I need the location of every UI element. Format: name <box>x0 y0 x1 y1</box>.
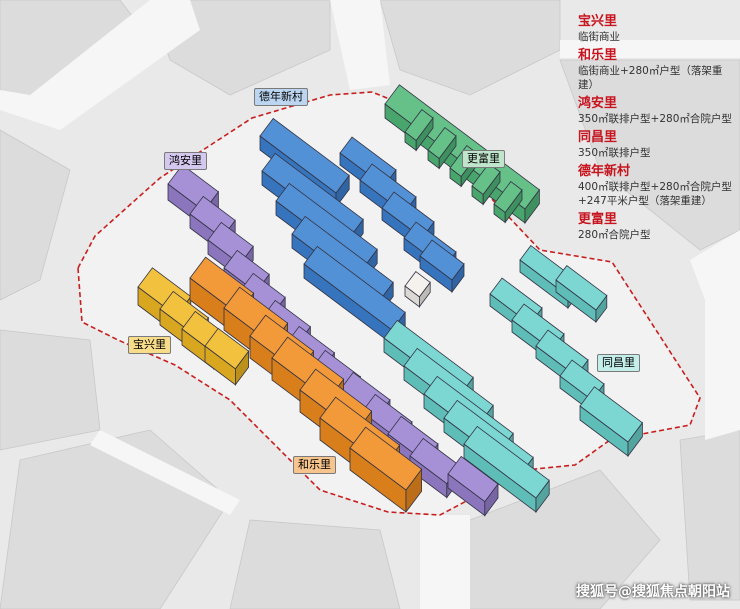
road <box>690 230 740 440</box>
label-honganli: 鸿安里 <box>164 152 207 170</box>
legend-desc: 临街商业+280㎡户型（落架重建） <box>578 65 723 91</box>
helei-building <box>349 426 423 514</box>
surrounding-building <box>229 519 401 609</box>
road <box>0 0 200 130</box>
legend-name: 同昌里 <box>578 130 618 145</box>
legend-desc: 350㎡联排户型+280㎡合院户型 <box>578 113 732 125</box>
block-roof <box>259 117 350 194</box>
legend-desc: +247平米户型（落架重建） <box>578 195 712 207</box>
block-roof <box>555 265 608 311</box>
label-denian: 德年新村 <box>254 88 308 106</box>
block-roof <box>404 109 434 141</box>
label-gengfu: 更富里 <box>462 150 505 168</box>
block-roof <box>493 181 523 213</box>
road <box>560 40 740 58</box>
legend-desc: 400㎡联排户型+280㎡合院户型 <box>578 181 732 193</box>
block-roof <box>471 163 501 195</box>
tongchang-building <box>579 386 643 458</box>
surrounding-building <box>379 0 561 96</box>
gengfu-wing <box>404 109 434 152</box>
label-tongchang: 同昌里 <box>597 354 640 372</box>
helei-buildings <box>189 256 423 514</box>
baoxingli-building <box>204 327 250 386</box>
road <box>90 430 240 515</box>
label-helei: 和乐里 <box>293 456 336 474</box>
surrounding-building <box>679 429 740 601</box>
legend-desc: 280㎡合院户型 <box>578 229 651 241</box>
block-roof <box>349 426 423 491</box>
block-roof <box>463 425 550 499</box>
gengfu-buildings <box>384 84 540 225</box>
block-roof <box>427 127 457 159</box>
road <box>420 515 470 609</box>
legend-desc: 临街商业 <box>578 31 620 43</box>
legend-name: 德年新村 <box>578 164 631 179</box>
surrounding-building <box>559 59 740 251</box>
honganli-building <box>447 455 499 517</box>
tongchang-building <box>555 265 608 324</box>
block-roof <box>419 239 465 281</box>
gengfu-wing <box>471 163 501 206</box>
block-roof <box>404 271 431 298</box>
block-roof <box>579 386 643 443</box>
surrounding-building <box>0 129 71 301</box>
legend-desc: 350㎡联排户型 <box>578 147 651 159</box>
label-baoxingli: 宝兴里 <box>128 336 171 354</box>
tongchang-buildings <box>383 245 643 514</box>
gengfu-wing <box>427 127 457 170</box>
legend-name: 鸿安里 <box>578 96 618 111</box>
legend-name: 和乐里 <box>578 48 618 63</box>
legend-name: 更富里 <box>578 212 618 227</box>
watermark: 搜狐号@搜狐焦点朝阳站 <box>576 584 730 600</box>
tongchang-building <box>463 425 550 514</box>
building-groups <box>137 84 643 517</box>
block-roof <box>447 455 499 503</box>
surrounding-building <box>0 329 101 451</box>
road <box>330 0 390 90</box>
block-roof <box>303 245 406 331</box>
legend-name: 宝兴里 <box>578 14 618 29</box>
pavilion <box>404 271 431 308</box>
denian-building <box>419 239 465 294</box>
block-roof <box>204 327 250 370</box>
gengfu-wing <box>493 181 523 224</box>
denian-buildings <box>259 117 465 346</box>
baoxingli-buildings <box>137 267 250 386</box>
central-pavilion <box>404 271 431 308</box>
